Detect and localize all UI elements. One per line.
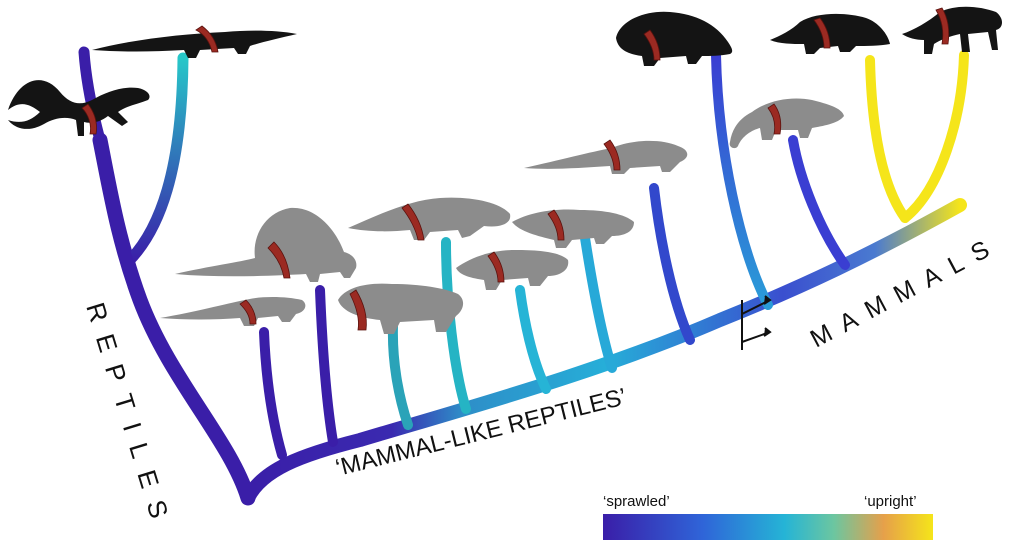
legend-gradient-bar xyxy=(603,514,933,540)
gorgonopsian-branch xyxy=(441,237,471,414)
pelycosaur-silhouette xyxy=(160,297,306,326)
reptiles-label: REPTILES xyxy=(80,299,178,535)
legend: ‘sprawled’ ‘upright’ xyxy=(603,493,933,540)
dimetrodon-branch xyxy=(315,285,338,447)
lizard-silhouette xyxy=(8,80,150,136)
dinocephalian-branch xyxy=(387,321,413,430)
mammaliaform-silhouette xyxy=(729,98,844,149)
thylacine-silhouette xyxy=(902,6,1002,55)
therocephalian-silhouette xyxy=(512,209,634,248)
dicynodont-branch xyxy=(515,285,551,394)
therocephalian-branch xyxy=(580,233,617,373)
legend-high-label: ‘upright’ xyxy=(864,493,917,510)
gorgonopsian-silhouette xyxy=(348,197,511,241)
lizard-branch xyxy=(78,46,106,146)
legend-low-label: ‘sprawled’ xyxy=(603,493,670,510)
bracket-arrow-icon xyxy=(741,295,772,350)
echidna-silhouette xyxy=(616,11,733,66)
pelycosaur-branch xyxy=(259,327,287,460)
echidna-branch xyxy=(865,55,910,223)
cynodont-branch xyxy=(649,183,695,345)
mammaliaform-branch xyxy=(711,50,773,310)
reptile-fork xyxy=(94,134,146,306)
dicynodont-silhouette xyxy=(456,250,569,290)
dimetrodon-silhouette xyxy=(175,207,357,282)
therian-branch xyxy=(900,50,969,223)
crocodile-silhouette xyxy=(92,25,297,58)
dinocephalian-silhouette xyxy=(338,283,464,334)
tree-branches xyxy=(78,46,969,506)
croc-branch xyxy=(122,52,189,268)
opossum-silhouette xyxy=(770,13,890,54)
marsupial-branch xyxy=(788,135,850,270)
cynodont-silhouette xyxy=(524,139,688,174)
